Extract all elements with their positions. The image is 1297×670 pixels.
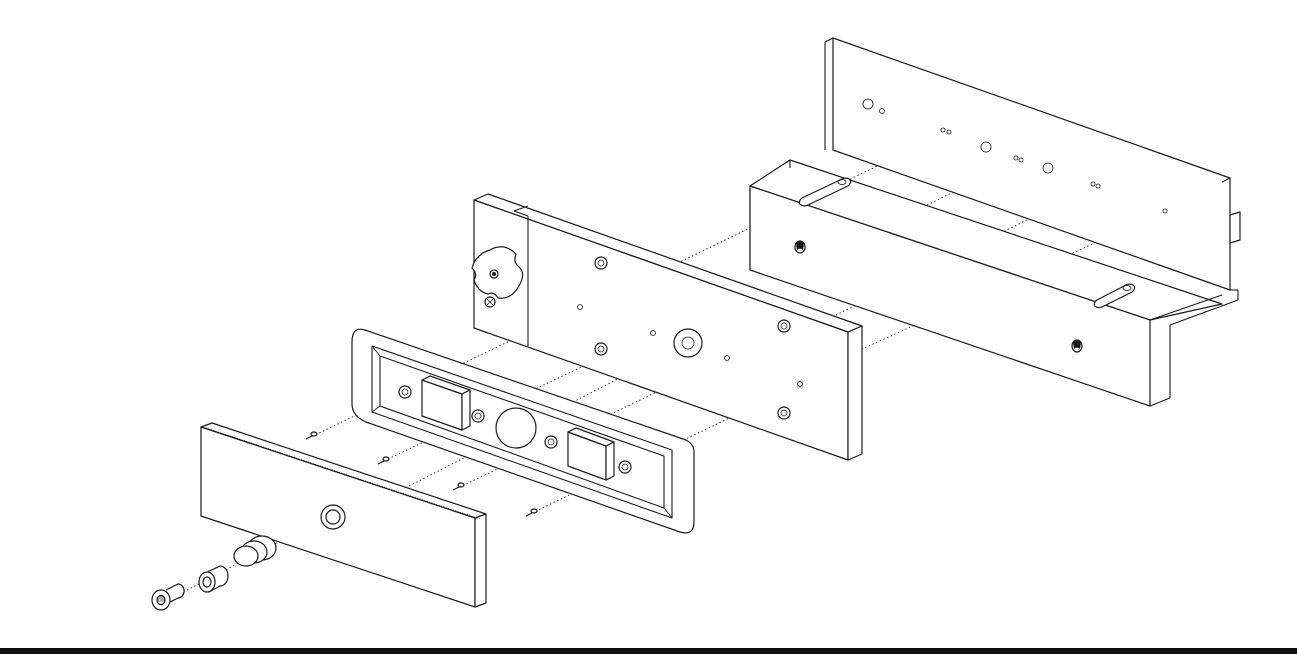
lock-body-plate — [471, 193, 863, 461]
armature-magnet-pads — [421, 375, 615, 481]
armature-plate — [200, 422, 487, 608]
rubber-washers — [233, 535, 277, 567]
bottom-rule — [0, 648, 1297, 654]
spacer-sleeve — [198, 565, 229, 593]
screw — [525, 508, 538, 517]
screw — [377, 456, 390, 465]
armature-housing-frame — [351, 328, 695, 534]
screw — [452, 482, 465, 491]
tamper-switch-cam — [471, 246, 524, 308]
screw — [305, 431, 318, 440]
bracket-slots — [798, 177, 1136, 309]
mounting-screws — [305, 431, 538, 517]
sex-bolt — [151, 583, 185, 611]
bracket-holes — [862, 98, 1168, 214]
mounting-bracket — [749, 37, 1241, 407]
body-plate-holes — [577, 256, 803, 420]
